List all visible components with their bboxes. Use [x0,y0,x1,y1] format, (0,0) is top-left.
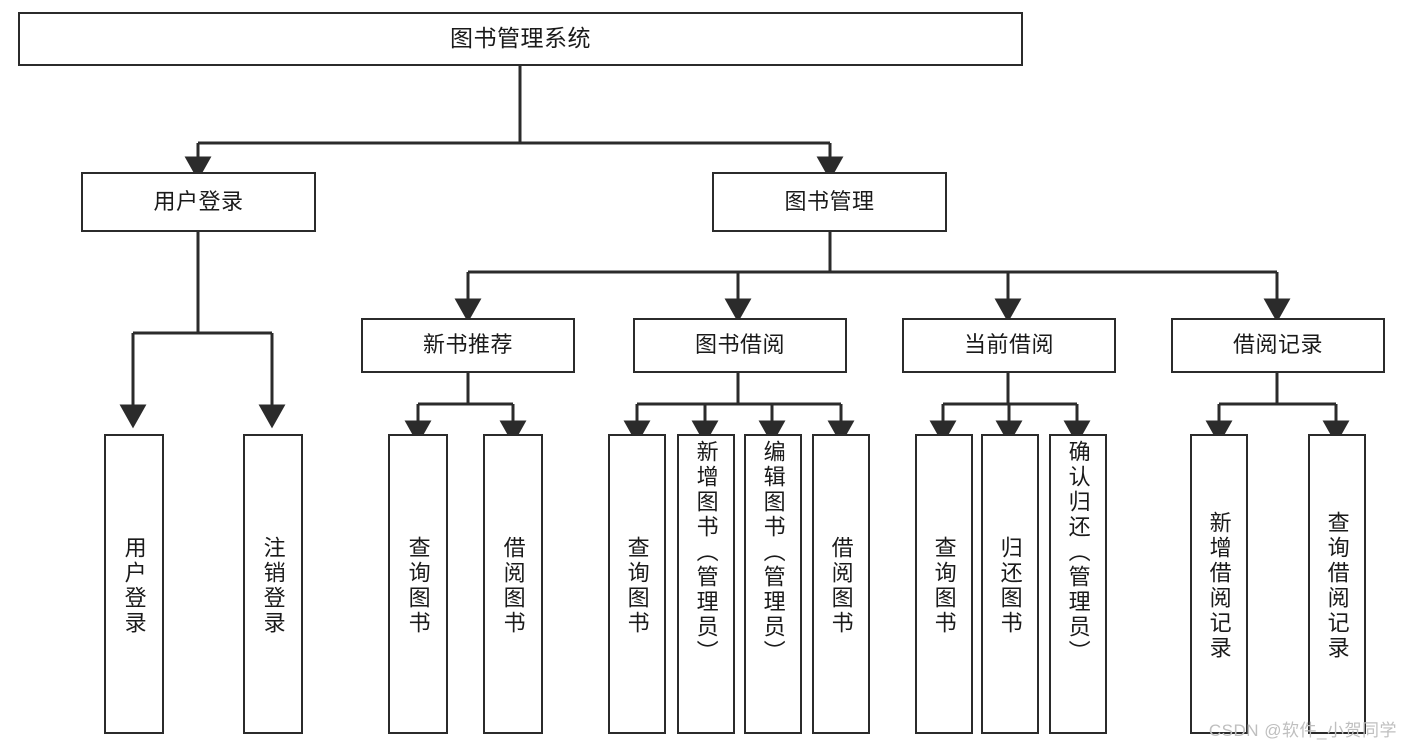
leaf-borrow-book[interactable]: 借阅图书 [812,434,870,734]
leaf-query-book-current[interactable]: 查询图书 [915,434,973,734]
record-connectors [1205,373,1350,445]
node-root-system[interactable]: 图书管理系统 [18,12,1023,66]
node-borrow-record[interactable]: 借阅记录 [1171,318,1385,373]
node-label: 新增图书（管理员） [693,440,719,665]
node-label: 图书借阅 [694,332,785,358]
leaf-confirm-return-admin[interactable]: 确认归还（管理员） [1049,434,1107,734]
leaf-edit-book-admin[interactable]: 编辑图书（管理员） [744,434,802,734]
login-connectors [119,232,286,429]
node-current-borrow[interactable]: 当前借阅 [902,318,1116,373]
leaf-return-book[interactable]: 归还图书 [981,434,1039,734]
node-label: 注销登录 [260,536,286,636]
csdn-watermark: CSDN @软件_小贺同学 [1208,721,1397,740]
node-user-login[interactable]: 用户登录 [81,172,316,232]
node-label: 借阅图书 [828,536,854,636]
recommend-connectors [404,373,527,445]
leaf-user-login[interactable]: 用户登录 [104,434,164,734]
management-connectors [454,232,1291,323]
node-label: 借阅记录 [1232,332,1323,358]
node-label: 查询借阅记录 [1324,511,1350,661]
node-label: 查询图书 [624,536,650,636]
node-new-book-recommend[interactable]: 新书推荐 [361,318,575,373]
node-book-management[interactable]: 图书管理 [712,172,947,232]
leaf-logout[interactable]: 注销登录 [243,434,303,734]
leaf-query-book-borrow[interactable]: 查询图书 [608,434,666,734]
node-book-borrow[interactable]: 图书借阅 [633,318,847,373]
node-label: 查询图书 [405,536,431,636]
leaf-borrow-book-recommend[interactable]: 借阅图书 [483,434,543,734]
node-label: 新书推荐 [422,332,513,358]
leaf-query-borrow-record[interactable]: 查询借阅记录 [1308,434,1366,734]
leaf-add-book-admin[interactable]: 新增图书（管理员） [677,434,735,734]
node-label: 用户登录 [121,536,147,636]
leaf-query-book-recommend[interactable]: 查询图书 [388,434,448,734]
node-label: 查询图书 [931,536,957,636]
leaf-add-borrow-record[interactable]: 新增借阅记录 [1190,434,1248,734]
node-label: 确认归还（管理员） [1065,440,1091,665]
node-label: 归还图书 [997,536,1023,636]
node-label: 用户登录 [153,188,244,214]
node-label: 当前借阅 [963,332,1054,358]
current-connectors [929,373,1091,445]
node-label: 图书管理 [784,188,875,214]
node-label: 图书管理系统 [450,25,591,52]
borrow-connectors [623,373,855,445]
node-label: 编辑图书（管理员） [760,440,786,665]
node-label: 借阅图书 [500,536,526,636]
node-label: 新增借阅记录 [1206,511,1232,661]
root-connectors [184,66,844,181]
